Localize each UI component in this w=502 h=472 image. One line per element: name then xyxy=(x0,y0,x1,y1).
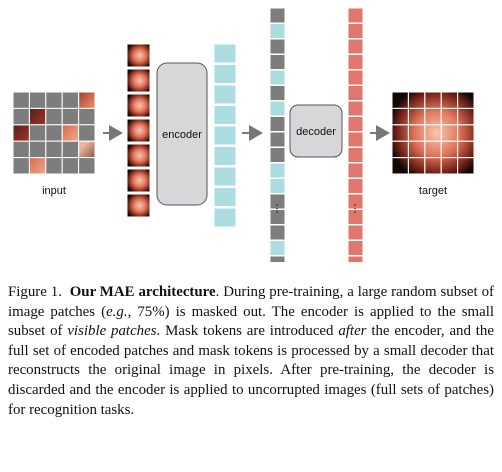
caption-text-3: . Mask tokens are introduced xyxy=(156,323,339,340)
masked-patch xyxy=(61,91,80,109)
masked-patch xyxy=(45,91,63,109)
caption-visible-patches: visible patches xyxy=(67,323,157,340)
masked-patch xyxy=(12,157,30,175)
mask-token xyxy=(269,116,286,132)
output-ellipsis: ⋮ xyxy=(350,203,361,215)
input-image xyxy=(12,91,96,175)
decoder-output-column xyxy=(347,7,364,262)
figure-number: Figure 1. xyxy=(8,284,62,300)
mask-token xyxy=(269,38,286,55)
encoded-token xyxy=(269,178,286,194)
decoder-output-token xyxy=(347,85,364,101)
masked-patch xyxy=(45,124,63,142)
encoded-patch-token xyxy=(213,187,237,207)
mask-token xyxy=(269,85,286,101)
masked-patch xyxy=(12,91,30,109)
visible-patch-tile xyxy=(126,68,151,93)
decoder-output-token xyxy=(347,240,364,256)
mask-token xyxy=(269,131,286,148)
decoder-output-token xyxy=(347,224,364,241)
input-label: input xyxy=(42,185,66,197)
mask-token xyxy=(269,255,286,262)
masked-patch xyxy=(61,140,80,159)
caption-after: after xyxy=(338,323,367,340)
decoder-output-token xyxy=(347,100,364,117)
encoded-patches-column xyxy=(213,43,237,228)
target-patch xyxy=(457,157,475,175)
masked-patch xyxy=(28,140,47,159)
mae-architecture-diagram: input encoder ⋮ decoder ⋮ target xyxy=(12,7,475,262)
masked-patch xyxy=(45,107,63,126)
encoded-patch-token xyxy=(213,125,237,146)
visible-patch-tile xyxy=(126,43,151,68)
decoder-output-token xyxy=(347,178,364,194)
target-label: target xyxy=(419,185,447,197)
encoded-patch-token xyxy=(213,207,237,228)
visible-patch-tile xyxy=(126,93,151,118)
masked-patch xyxy=(78,157,96,175)
sequence-ellipsis: ⋮ xyxy=(272,203,283,215)
visible-patches-column xyxy=(126,43,151,218)
encoded-patch-token xyxy=(213,166,237,187)
encoded-token xyxy=(269,240,286,256)
decoder-output-token xyxy=(347,255,364,262)
visible-patch-tile xyxy=(126,143,151,168)
encoded-token xyxy=(269,23,286,39)
decoder-output-token xyxy=(347,7,364,24)
target-image xyxy=(391,91,475,175)
decoder-output-token xyxy=(347,69,364,86)
masked-patch xyxy=(12,107,30,126)
encoded-token xyxy=(269,162,286,179)
masked-patch xyxy=(78,124,96,142)
decoder-output-token xyxy=(347,54,364,70)
full-token-sequence-column xyxy=(269,7,286,262)
masked-patch xyxy=(61,157,80,175)
decoder-output-token xyxy=(347,38,364,55)
masked-patch xyxy=(45,140,63,159)
caption-text-4: the encoder, and the full set of encoded… xyxy=(8,323,494,418)
encoder-label: encoder xyxy=(162,129,202,141)
masked-patch xyxy=(78,107,96,126)
visible-patch-tile xyxy=(126,168,151,193)
decoder-output-token xyxy=(347,23,364,39)
masked-patch xyxy=(45,157,63,175)
caption-text-1: . During pre-training, a large random su… xyxy=(8,284,494,320)
encoded-token xyxy=(269,100,286,117)
encoder-block xyxy=(156,62,208,206)
masked-patch xyxy=(61,107,80,126)
decoder-block xyxy=(289,104,343,158)
caption-title: Our MAE architecture xyxy=(69,284,216,300)
encoded-patch-token xyxy=(213,43,237,64)
mask-token xyxy=(269,54,286,70)
decoder-output-token xyxy=(347,116,364,132)
decoder-label: decoder xyxy=(296,126,336,138)
encoded-patch-token xyxy=(213,146,237,166)
caption-eg: e.g. xyxy=(106,303,128,320)
masked-patch xyxy=(28,124,47,142)
visible-patch-tile xyxy=(126,193,151,218)
decoder-output-token xyxy=(347,147,364,163)
mask-token xyxy=(269,7,286,24)
masked-patch xyxy=(12,140,30,159)
encoded-patch-token xyxy=(213,84,237,105)
encoded-patch-token xyxy=(213,105,237,125)
mask-token xyxy=(269,224,286,241)
encoded-patch-token xyxy=(213,64,237,84)
decoder-output-token xyxy=(347,162,364,179)
masked-patch xyxy=(28,91,47,109)
figure-caption: Figure 1. Our MAE architecture. During p… xyxy=(8,283,494,420)
decoder-output-token xyxy=(347,131,364,148)
mask-token xyxy=(269,147,286,163)
caption-text-2: , 75%) is masked out. The encoder is app… xyxy=(8,303,494,340)
encoded-token xyxy=(269,69,286,86)
visible-patch-tile xyxy=(126,118,151,143)
